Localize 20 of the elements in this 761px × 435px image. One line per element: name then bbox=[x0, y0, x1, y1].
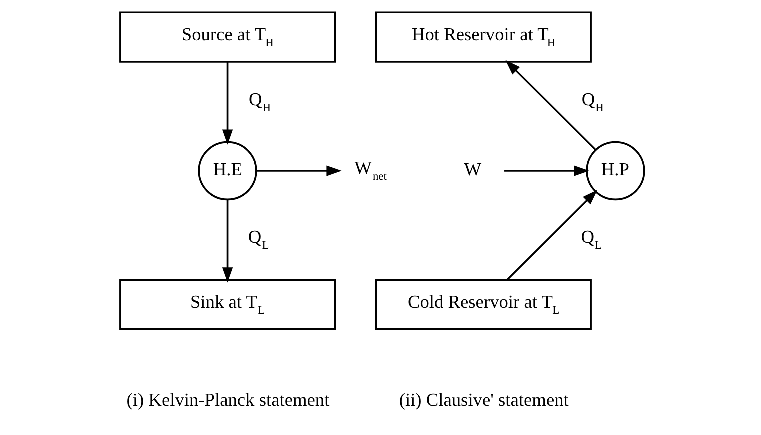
edge-label: Q$_{L}$ bbox=[248, 227, 269, 252]
node-box: Hot Reservoir at T$_{H}$ bbox=[375, 12, 592, 63]
edge-label: Q$_{H}$ bbox=[248, 89, 271, 114]
node-text: W bbox=[464, 159, 482, 180]
node-box: Source at T$_{H}$ bbox=[119, 12, 336, 63]
arrow bbox=[504, 166, 589, 176]
node-text: W$_{net}$ bbox=[354, 158, 386, 184]
arrow bbox=[505, 60, 596, 151]
arrow bbox=[222, 200, 233, 283]
node-circle: H.E bbox=[198, 141, 257, 201]
node-box: Sink at T$_{L}$ bbox=[119, 279, 336, 330]
edge-label: Q$_{L}$ bbox=[580, 227, 602, 252]
node-box: Cold Reservoir at T$_{L}$ bbox=[375, 279, 592, 330]
node-circle: H.P bbox=[586, 141, 645, 201]
edge-label: Q$_{H}$ bbox=[581, 89, 604, 114]
arrow bbox=[256, 166, 342, 176]
label: (ii) Clausive' statement bbox=[398, 390, 568, 410]
label: (i) Kelvin-Planck statement bbox=[126, 390, 330, 410]
arrow bbox=[506, 190, 598, 281]
arrow bbox=[222, 62, 233, 145]
